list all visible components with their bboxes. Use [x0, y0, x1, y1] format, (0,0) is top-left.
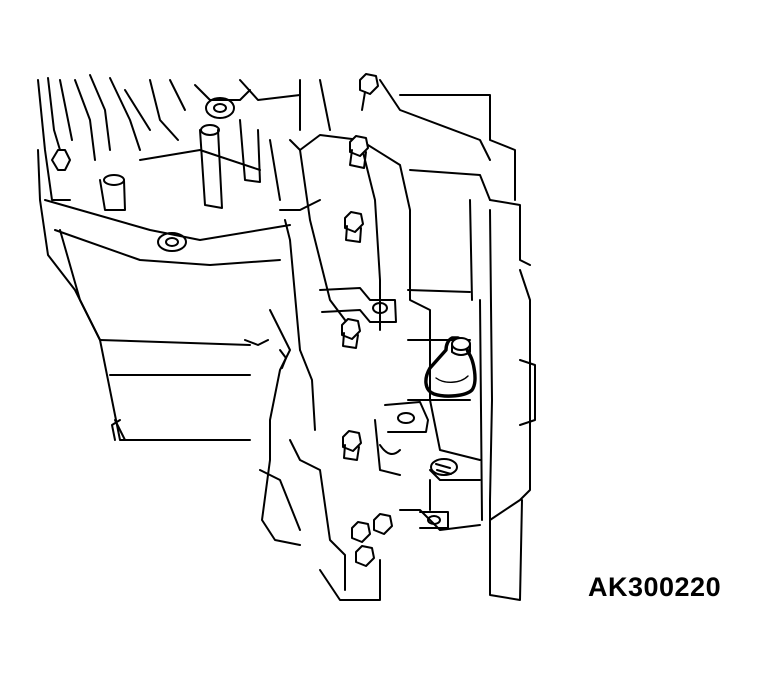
upper-piping-assembly: [37, 74, 331, 211]
drain-plug-boss: [430, 458, 458, 476]
figure-id-label: AK300220: [588, 572, 722, 602]
transaxle-main-housing: [37, 149, 291, 441]
center-flange-housing: [244, 134, 481, 601]
oil-filler-cap-highlight: [424, 336, 477, 398]
flange-bolts: [341, 73, 393, 567]
bracket-tabs: [319, 287, 449, 529]
